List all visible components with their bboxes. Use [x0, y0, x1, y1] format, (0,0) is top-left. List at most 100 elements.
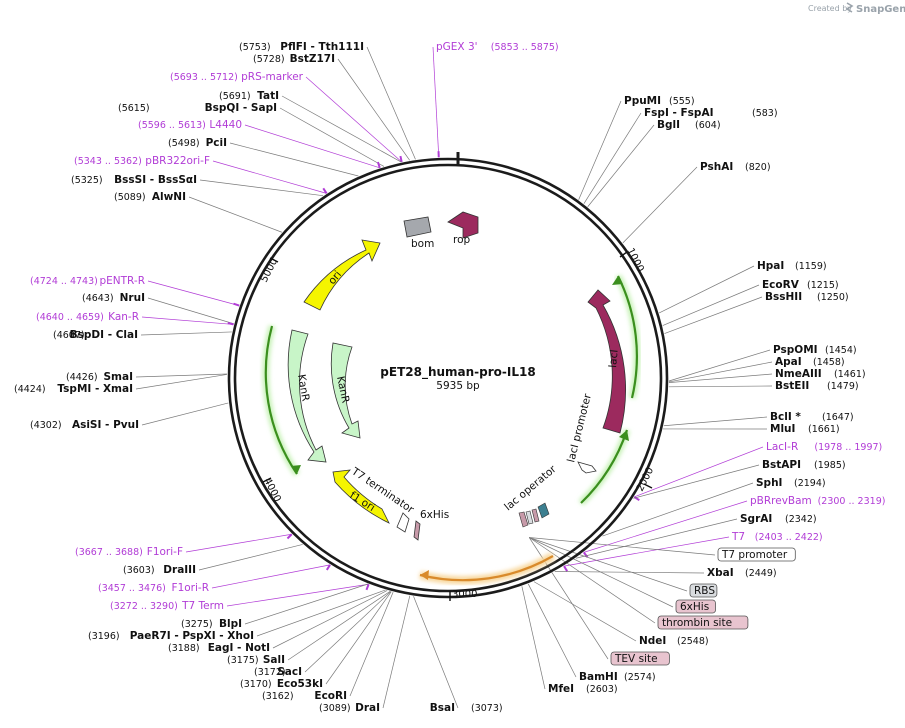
site-position: (555)	[669, 96, 695, 107]
leader-line	[229, 142, 359, 177]
restriction-site-left-25: SacI(3172)	[254, 666, 302, 678]
feature-t7-terminator	[396, 512, 410, 533]
site-position: (5853 .. 5875)	[491, 42, 559, 53]
restriction-site-right-7: BssHII(1250)	[765, 291, 849, 303]
feature-label-f1-ori: f1 ori	[347, 489, 377, 514]
restriction-site-left-3: TatI(5691)	[219, 90, 279, 102]
site-name: BclI *	[770, 411, 801, 423]
site-name: BamHI	[579, 671, 618, 683]
restriction-site-right-1: PpuMI (555)	[624, 95, 695, 107]
primer-mark	[227, 322, 234, 326]
feature-bom	[403, 216, 432, 238]
site-position: (1978 .. 1997)	[814, 442, 882, 453]
plasmid-name: pET28_human-pro-IL18	[380, 365, 535, 380]
restriction-site-left-1: BstZ17I(5728)	[253, 53, 335, 65]
restriction-site-left-0: PflFI - Tth111I(5753)	[239, 41, 364, 53]
site-position: (1461)	[834, 369, 866, 380]
restriction-site-left-16: AsiSI - PvuI(4302)	[30, 419, 139, 431]
primer-site-left-19: F1ori-R(3457 .. 3476)	[98, 582, 209, 594]
site-name: PaeR7I - PspXI - XhoI	[130, 630, 254, 642]
feature-label-kanr-outer: KanR	[295, 373, 312, 402]
site-name: EagI - NotI	[208, 642, 270, 654]
site-position: (5325)	[71, 175, 103, 186]
site-position: (5343 .. 5362)	[74, 156, 142, 167]
primer-mark	[582, 551, 589, 558]
primer-site-left-2: pRS-marker(5693 .. 5712)	[170, 71, 304, 83]
leader-line	[633, 464, 760, 499]
feature-lac-operator	[518, 502, 550, 528]
leader-line	[622, 166, 698, 244]
site-position: (2548)	[677, 636, 709, 647]
credit-brand: SnapGene	[856, 4, 905, 15]
feature-box	[657, 615, 749, 630]
site-name: BssHII	[765, 291, 802, 303]
leader-line	[140, 331, 232, 336]
restriction-site-right-6: EcoRV(1215)	[762, 279, 839, 291]
feature-kanr-inner	[330, 342, 361, 439]
site-name: F1ori-R	[172, 582, 209, 594]
site-position: (5691)	[219, 91, 251, 102]
site-name: PflFI - Tth111I	[280, 41, 364, 53]
leader-line	[272, 590, 388, 649]
restriction-site-left-29: BsaI(3073)	[430, 702, 503, 714]
primer-site-right-17: pBRrevBam(2300 .. 2319)	[750, 495, 885, 507]
restriction-site-left-9: AlwNI(5089)	[114, 191, 186, 203]
restriction-site-left-6: PciI(5498)	[168, 137, 227, 149]
restriction-site-left-18: DraIII(3603)	[123, 564, 196, 576]
feature-box-text: 6xHis	[680, 601, 709, 613]
primer-site-left-12: Kan-R(4640 .. 4659)	[36, 311, 139, 323]
site-position: (5089)	[114, 192, 146, 203]
laci-arc	[617, 275, 638, 399]
leader-line	[147, 297, 234, 325]
feature-label-6xhis: 6xHis	[420, 509, 449, 521]
leader-line	[382, 595, 411, 709]
backbone-inner-strand	[233, 163, 663, 593]
site-name: HpaI	[757, 260, 784, 272]
restriction-site-left-22: PaeR7I - PspXI - XhoI(3196)	[88, 630, 254, 642]
leader-line	[521, 586, 546, 690]
primer-mark	[376, 161, 381, 169]
site-position: (2574)	[624, 672, 656, 683]
site-position: (5693 .. 5712)	[170, 72, 238, 83]
restriction-site-right-3: BglI(604)	[657, 119, 721, 131]
site-name: BstAPI	[762, 459, 801, 471]
site-position: (4643)	[82, 293, 114, 304]
feature-rop	[447, 211, 479, 239]
site-position: (5728)	[253, 54, 285, 65]
primer-mark	[325, 564, 331, 571]
site-name: MfeI	[548, 683, 574, 695]
site-name: SphI	[756, 477, 782, 489]
site-name: FspI - FspAI	[644, 107, 714, 119]
ruler-tick-2000: 2000	[635, 466, 656, 494]
leader-line	[141, 402, 229, 426]
leader-line	[244, 124, 380, 169]
leader-line	[578, 100, 622, 200]
leader-line	[256, 589, 386, 637]
feature-label-t7-terminator: T7 terminator	[348, 465, 416, 516]
leader-line	[337, 58, 410, 161]
restriction-site-left-26: Eco53kI(3170)	[240, 678, 323, 690]
leader-line	[668, 361, 773, 383]
site-name: SgrAI	[740, 513, 772, 525]
site-labels: PflFI - Tth111I(5753)BstZ17I(5728) pRS-ma…	[14, 41, 885, 714]
restriction-site-right-27: BamHI (2574)	[579, 671, 656, 683]
primer-site-right-0: pGEX 3'(5853 .. 5875)	[436, 41, 559, 53]
leader-line	[305, 76, 402, 163]
restriction-site-right-11: BstEII(1479)	[775, 380, 859, 392]
site-position: (1215)	[807, 280, 839, 291]
site-name: PpuMI	[624, 95, 661, 107]
site-name: AsiSI - PvuI	[72, 419, 139, 431]
site-position: (1985)	[814, 460, 846, 471]
restriction-site-left-14: SmaI(4426)	[66, 371, 133, 383]
site-position: (4424)	[14, 384, 46, 395]
site-name: SalI	[263, 654, 285, 666]
primer-site-left-17: F1ori-F(3667 .. 3688)	[75, 546, 183, 558]
feature-box	[717, 547, 796, 562]
primer-mark	[233, 302, 240, 307]
leader-line	[211, 564, 331, 589]
leader-line	[533, 581, 637, 642]
site-name: LacI-R	[766, 441, 798, 453]
site-position: (4724 .. 4743)	[30, 276, 98, 287]
site-position: (4426)	[66, 372, 98, 383]
leader-line	[668, 349, 771, 382]
